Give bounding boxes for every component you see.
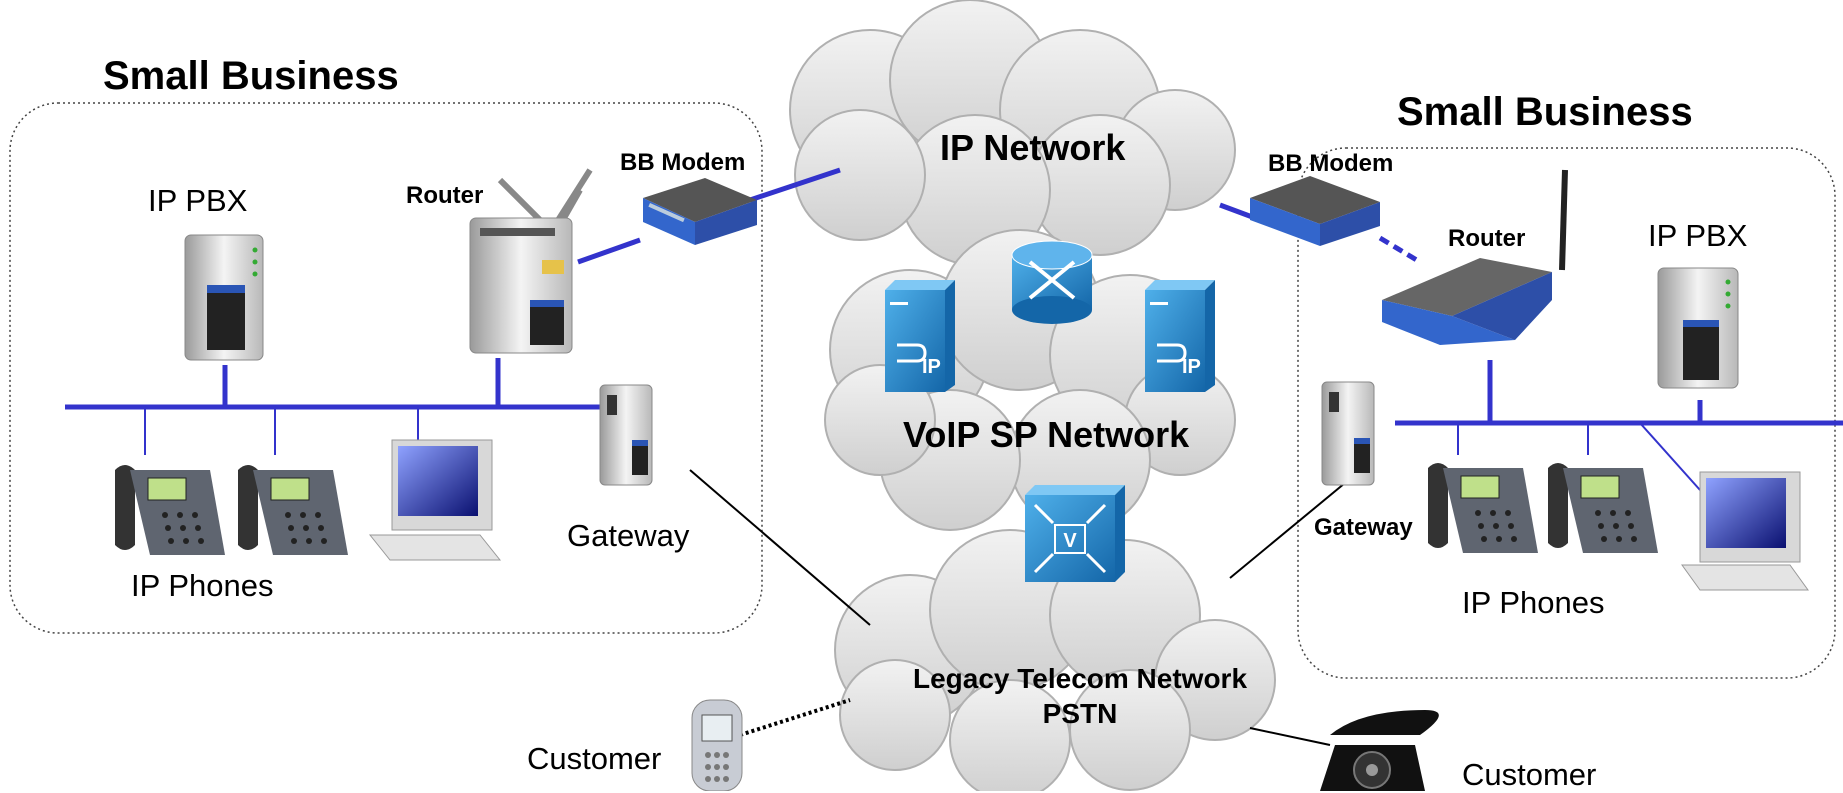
voip-sp-network-label: VoIP SP Network — [903, 414, 1190, 455]
left-gateway-device[interactable] — [599, 384, 653, 486]
rotary-phone-device[interactable] — [1320, 710, 1439, 791]
right-gateway-device[interactable] — [1321, 381, 1375, 486]
ip-network-cloud — [789, 0, 1236, 266]
left-computer[interactable] — [368, 439, 502, 561]
ip-network-label: IP Network — [940, 127, 1126, 168]
right-gateway-pstn-link — [1229, 482, 1346, 579]
landline-pstn-link — [1249, 727, 1331, 746]
left-bb-modem-device[interactable] — [643, 178, 757, 245]
left-ip-pbx-label: IP PBX — [148, 183, 248, 218]
right-internet-modem-link — [1219, 202, 1256, 221]
right-ip-pbx-label: IP PBX — [1648, 218, 1748, 253]
left-ip-pbx-device[interactable] — [184, 234, 264, 361]
left-lan-segment — [65, 358, 600, 410]
right-ip-phones-label: IP Phones — [1462, 585, 1605, 620]
mobile-pstn-link — [739, 698, 851, 737]
right-router-device[interactable] — [1382, 169, 1568, 345]
right-sip-server-icon[interactable]: IP — [1145, 280, 1215, 392]
left-lan-drops — [144, 407, 419, 455]
core-router-icon[interactable] — [1011, 240, 1093, 324]
left-gateway-pstn-link — [689, 469, 871, 626]
right-lan-segment — [1395, 360, 1843, 426]
pstn-label-line1: Legacy Telecom Network — [912, 663, 1248, 694]
mobile-phone-device[interactable] — [691, 699, 743, 791]
pstn-cloud — [834, 529, 1276, 791]
right-bb-modem-label: BB Modem — [1268, 150, 1394, 177]
left-gateway-label: Gateway — [567, 518, 690, 553]
left-bb-modem-label: BB Modem — [620, 149, 746, 176]
right-bb-modem-device[interactable] — [1250, 176, 1380, 246]
landline-customer-label: Customer — [1462, 757, 1597, 792]
left-router-label: Router — [406, 182, 484, 209]
voice-gateway-v-text: V — [1063, 530, 1077, 552]
right-ip-pbx-device[interactable] — [1657, 267, 1739, 389]
right-modem-router-link — [1378, 235, 1422, 265]
right-router-label: Router — [1448, 225, 1526, 252]
right-computer[interactable] — [1681, 471, 1809, 591]
right-site-title: Small Business — [1397, 90, 1693, 134]
left-ip-phone-1[interactable] — [115, 465, 225, 555]
right-site-boundary — [1297, 147, 1836, 679]
right-sip-server-ip-text: IP — [1182, 356, 1201, 378]
left-modem-internet-link — [749, 167, 841, 203]
left-ip-phone-2[interactable] — [238, 465, 348, 555]
left-site-title: Small Business — [103, 54, 399, 98]
left-sip-server-ip-text: IP — [922, 356, 941, 378]
mobile-customer-label: Customer — [527, 741, 662, 776]
left-ip-phones-label: IP Phones — [131, 568, 274, 603]
right-ip-phone-1[interactable] — [1428, 463, 1538, 553]
pstn-label-line2: PSTN — [1042, 698, 1118, 729]
left-router-modem-link — [577, 237, 641, 265]
voice-gateway-icon[interactable]: V — [1025, 485, 1125, 582]
left-router-device[interactable] — [469, 168, 593, 354]
right-gateway-label: Gateway — [1314, 514, 1413, 541]
left-sip-server-icon[interactable]: IP — [885, 280, 955, 392]
right-lan-drops — [1457, 422, 1701, 491]
right-ip-phone-2[interactable] — [1548, 463, 1658, 553]
